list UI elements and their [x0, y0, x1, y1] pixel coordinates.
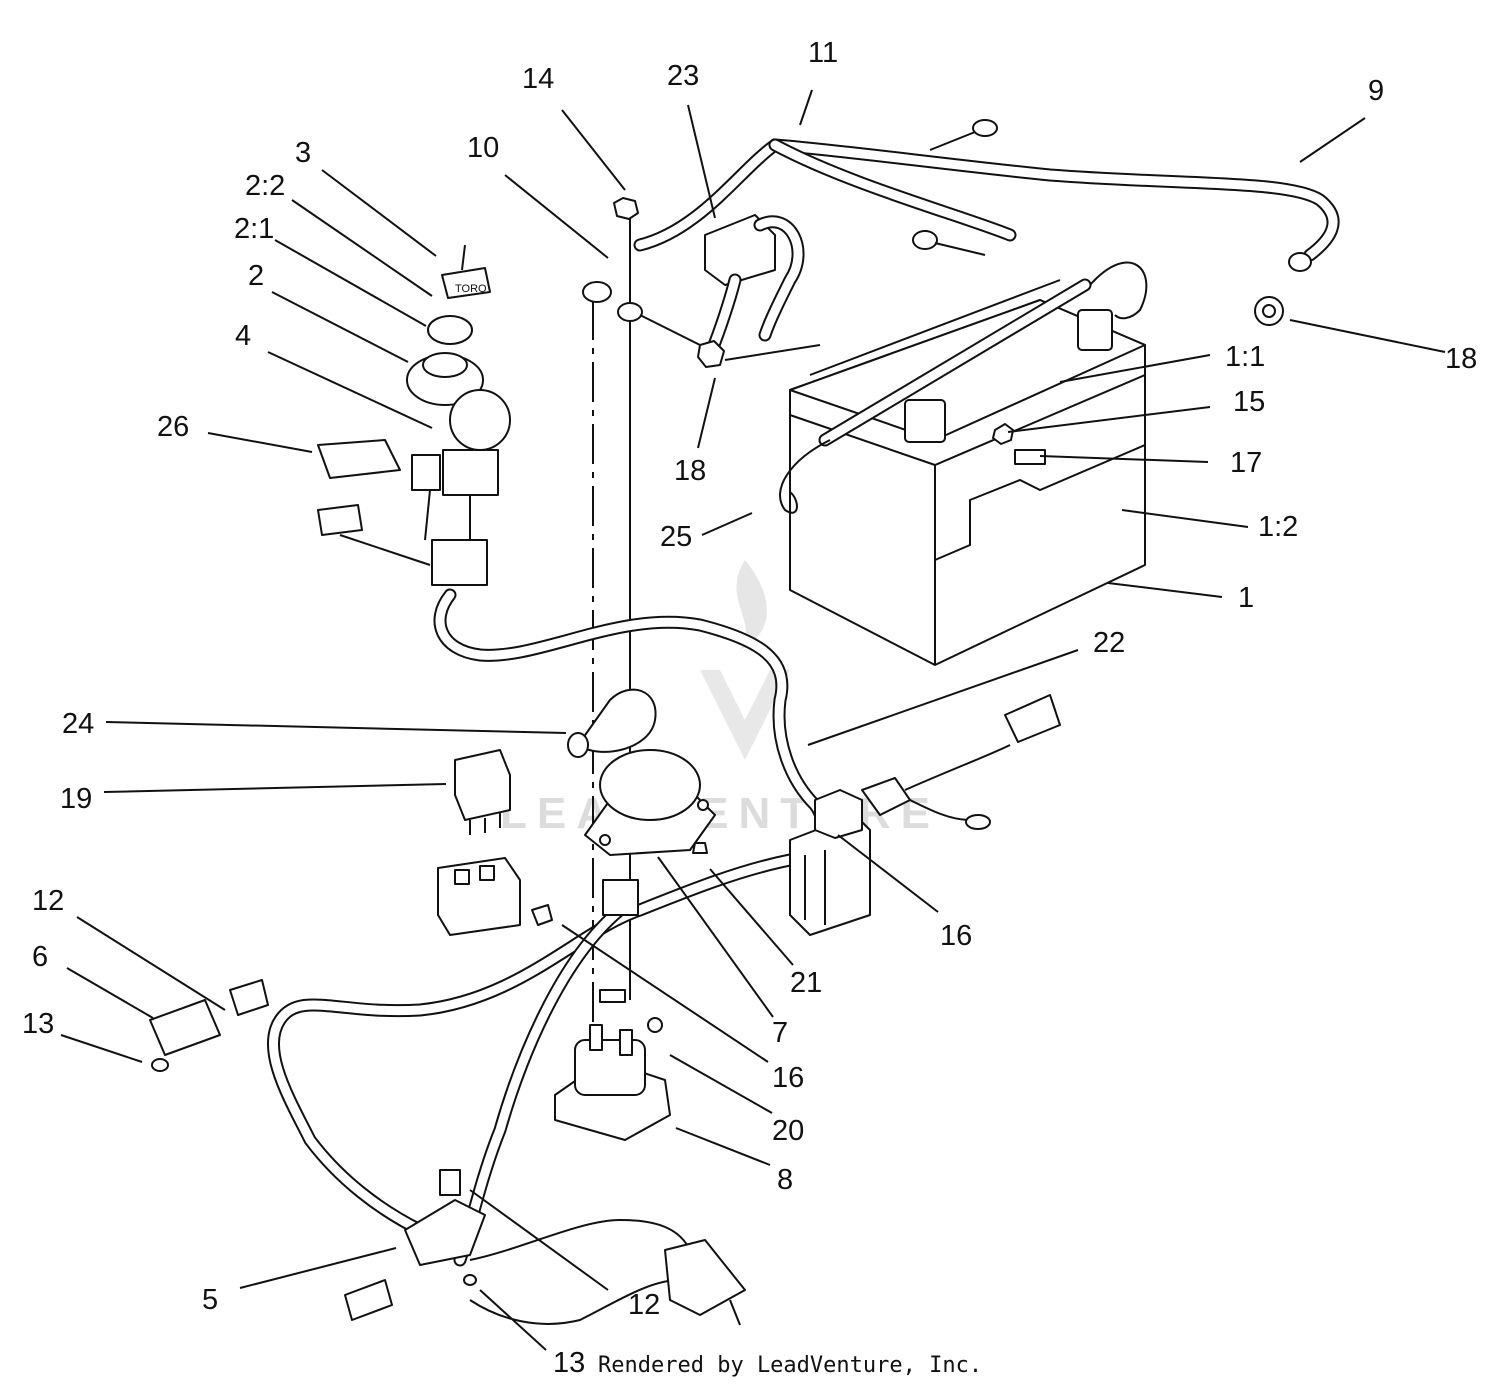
safety-switch [149, 979, 269, 1072]
hour-meter [584, 749, 716, 856]
ignition-switch: TORO [406, 244, 511, 586]
callout-25: 25 [660, 521, 692, 553]
harness-connector [861, 694, 1061, 830]
callout-22: 22 [1093, 627, 1125, 659]
battery-cables [633, 119, 1340, 272]
callout-11: 11 [808, 37, 838, 69]
screw [692, 842, 708, 854]
brake-switch [664, 1239, 746, 1326]
callout-19: 19 [60, 783, 92, 815]
callout-13-b: 13 [553, 1347, 585, 1379]
key-brand: TORO [455, 283, 487, 295]
callout-12-a: 12 [32, 885, 64, 917]
bolt-axis [592, 200, 631, 1030]
relay-socket [437, 857, 639, 936]
callout-2-1: 2:1 [234, 213, 274, 245]
callout-4: 4 [235, 320, 251, 352]
callout-8: 8 [777, 1164, 793, 1196]
callout-21: 21 [790, 967, 822, 999]
starter-solenoid [554, 989, 671, 1141]
callout-1: 1 [1238, 582, 1254, 614]
callout-24: 24 [62, 708, 94, 740]
callout-2-2: 2:2 [245, 170, 285, 202]
callout-17: 17 [1230, 447, 1262, 479]
callout-7: 7 [772, 1017, 788, 1049]
callout-16-a: 16 [940, 920, 972, 952]
callout-18-a: 18 [674, 455, 706, 487]
hold-down-rod [779, 261, 1148, 514]
terminal-boot [567, 688, 657, 758]
callout-16-b: 16 [772, 1062, 804, 1094]
rendered-by-credit: Rendered by LeadVenture, Inc. [598, 1353, 982, 1378]
relay [454, 749, 511, 835]
callout-6: 6 [32, 941, 48, 973]
connector-cover [317, 439, 401, 479]
callout-labels: 14 23 11 9 3 10 2:2 2:1 2 4 26 18 18 1:1… [22, 37, 1477, 1379]
callout-20: 20 [772, 1115, 804, 1147]
nut [613, 197, 639, 220]
callout-2: 2 [248, 260, 264, 292]
terminal-nut [1254, 296, 1284, 326]
callout-12-b: 12 [628, 1289, 660, 1321]
leader-lines [60, 89, 1446, 1351]
callout-13-a: 13 [22, 1008, 54, 1040]
callout-23: 23 [667, 60, 699, 92]
fuse-block [582, 214, 821, 368]
main-harness [266, 588, 829, 1325]
callout-18-b: 18 [1445, 343, 1477, 375]
callout-1-1: 1:1 [1225, 341, 1265, 373]
callout-14: 14 [522, 63, 554, 95]
callout-9: 9 [1368, 75, 1384, 107]
callout-15: 15 [1233, 386, 1265, 418]
small-connector [317, 504, 363, 536]
callout-10: 10 [467, 132, 499, 164]
callout-26: 26 [157, 411, 189, 443]
seat-switch [344, 1169, 486, 1321]
callout-5: 5 [202, 1284, 218, 1316]
callout-3: 3 [295, 137, 311, 169]
callout-1-2: 1:2 [1258, 511, 1298, 543]
